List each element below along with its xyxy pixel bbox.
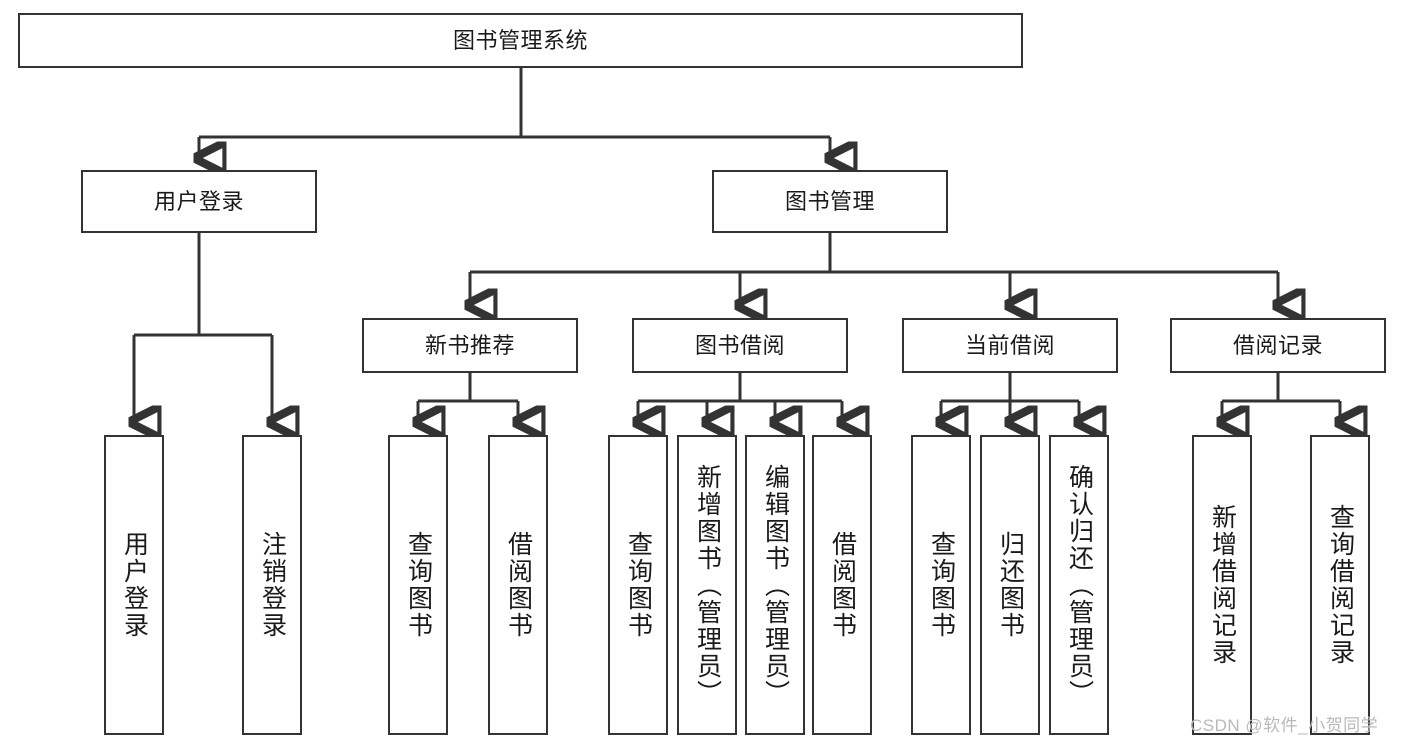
leaf-borrow-book-2-label: 借阅图书 — [828, 531, 857, 639]
leaf-borrow-book-1[interactable]: 借阅图书 — [488, 435, 548, 735]
node-root-label: 图书管理系统 — [452, 27, 588, 53]
leaf-add-record[interactable]: 新增借阅记录 — [1192, 435, 1252, 735]
node-book-manage-label: 图书管理 — [784, 188, 875, 214]
node-new-book-rec[interactable]: 新书推荐 — [362, 318, 578, 373]
node-root[interactable]: 图书管理系统 — [18, 13, 1023, 68]
node-user-login-label: 用户登录 — [153, 188, 244, 214]
leaf-query-book-1-label: 查询图书 — [404, 531, 433, 639]
leaf-edit-book-label: 编辑图书（管理员） — [761, 463, 790, 707]
leaf-confirm-return-label: 确认归还（管理员） — [1065, 463, 1094, 707]
leaf-add-book[interactable]: 新增图书（管理员） — [677, 435, 737, 735]
node-book-manage[interactable]: 图书管理 — [712, 170, 948, 233]
leaf-borrow-book-1-label: 借阅图书 — [504, 531, 533, 639]
leaf-add-record-label: 新增借阅记录 — [1208, 504, 1237, 666]
leaf-query-record[interactable]: 查询借阅记录 — [1310, 435, 1370, 735]
leaf-query-book-3[interactable]: 查询图书 — [911, 435, 971, 735]
csdn-watermark: CSDN @软件_小贺同学 — [1190, 716, 1379, 735]
leaf-logout-login-label: 注销登录 — [258, 531, 287, 639]
leaf-query-book-2-label: 查询图书 — [624, 531, 653, 639]
leaf-add-book-label: 新增图书（管理员） — [693, 463, 722, 707]
node-borrow-record-label: 借阅记录 — [1232, 332, 1323, 358]
leaf-query-record-label: 查询借阅记录 — [1326, 504, 1355, 666]
leaf-query-book-1[interactable]: 查询图书 — [388, 435, 448, 735]
leaf-borrow-book-2[interactable]: 借阅图书 — [812, 435, 872, 735]
node-user-login[interactable]: 用户登录 — [81, 170, 317, 233]
leaf-return-book[interactable]: 归还图书 — [980, 435, 1040, 735]
leaf-query-book-3-label: 查询图书 — [927, 531, 956, 639]
node-current-borrow[interactable]: 当前借阅 — [902, 318, 1118, 373]
leaf-edit-book[interactable]: 编辑图书（管理员） — [745, 435, 805, 735]
node-book-borrow[interactable]: 图书借阅 — [632, 318, 848, 373]
leaf-query-book-2[interactable]: 查询图书 — [608, 435, 668, 735]
node-book-borrow-label: 图书借阅 — [694, 332, 785, 358]
leaf-logout-login[interactable]: 注销登录 — [242, 435, 302, 735]
leaf-confirm-return[interactable]: 确认归还（管理员） — [1049, 435, 1109, 735]
leaf-user-login[interactable]: 用户登录 — [104, 435, 164, 735]
leaf-user-login-label: 用户登录 — [120, 531, 149, 639]
node-borrow-record[interactable]: 借阅记录 — [1170, 318, 1386, 373]
node-current-borrow-label: 当前借阅 — [964, 332, 1055, 358]
leaf-return-book-label: 归还图书 — [996, 531, 1025, 639]
node-new-book-rec-label: 新书推荐 — [424, 332, 515, 358]
